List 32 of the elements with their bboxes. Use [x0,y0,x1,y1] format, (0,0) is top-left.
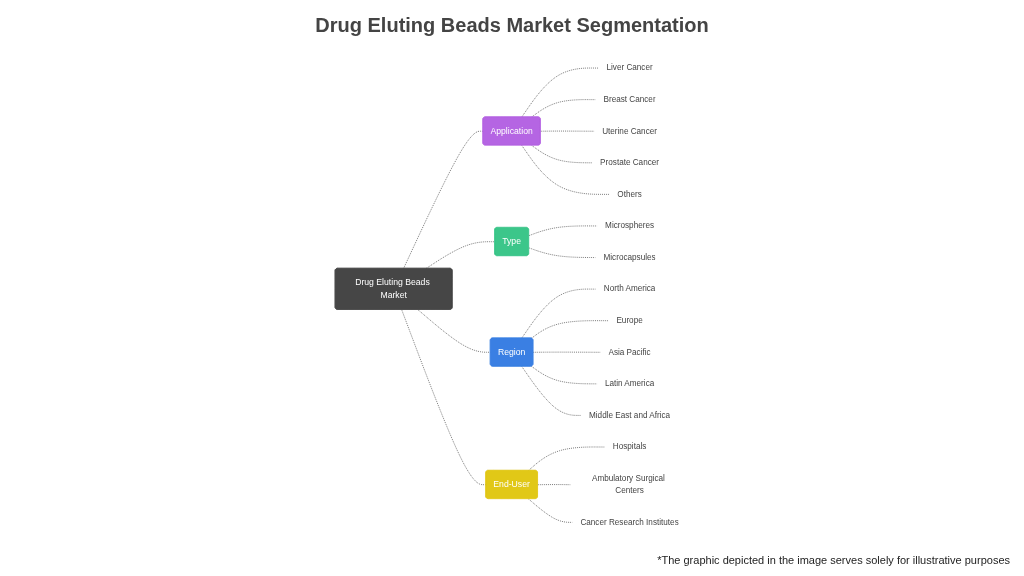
connector [521,67,600,118]
connector [418,309,492,353]
node-text: Europe [616,315,644,325]
connector [533,351,602,353]
footnote: *The graphic depicted in the image serves solely for illustrative purposes [657,554,1010,566]
connector [531,365,599,385]
diagram-title: Drug Eluting Beads Market Segmentation [314,14,710,37]
node-text: Uterine Cancer [602,126,658,136]
connector [528,446,607,471]
node-text: North America [604,284,656,293]
connector [426,241,496,269]
node-text: Hospitals [613,442,647,451]
connector [528,225,599,237]
node-text: Asia Pacific [608,347,652,357]
connector [528,247,597,258]
node-text: Liver Cancer [606,63,654,72]
node-text: Breast Cancer [603,94,656,104]
node-text: Middle East and Africa [589,410,671,420]
connector [401,309,487,486]
node-text: Others [617,189,643,199]
connector [521,288,598,339]
node-text: Microspheres [605,221,655,230]
node-text: Cancer Research Institutes [580,517,680,527]
connector [403,130,484,269]
connector [528,498,574,523]
node-text: Latin America [605,379,655,388]
connector [531,320,610,339]
node-text: Microcapsules [603,252,656,262]
connector [521,366,583,416]
node-text: Prostate Cancer [600,157,660,167]
node-text: Ambulatory Surgical Centers [592,473,666,495]
connector [521,145,611,195]
